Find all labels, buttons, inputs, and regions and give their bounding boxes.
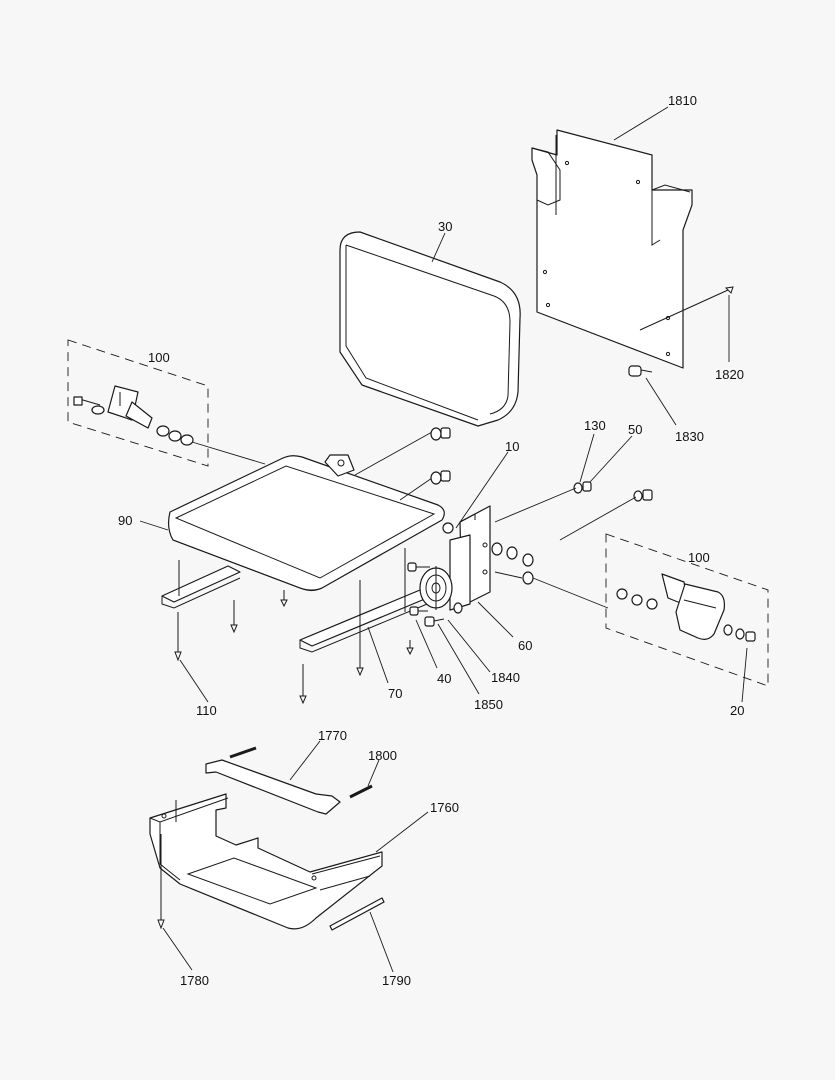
callout-1820: 1820 [715, 367, 744, 382]
callout-labels: 1810 30 1820 1830 100 10 130 50 90 100 6… [118, 93, 744, 988]
screw-1820 [639, 286, 734, 331]
callout-60: 60 [518, 638, 532, 653]
callout-1760: 1760 [430, 800, 459, 815]
callout-40: 40 [437, 671, 451, 686]
callout-70: 70 [388, 686, 402, 701]
tray-1760 [149, 793, 383, 930]
strap-1770 [205, 746, 341, 815]
callout-90: 90 [118, 513, 132, 528]
callout-1790: 1790 [382, 973, 411, 988]
washers-right [491, 542, 609, 609]
seat-belt-retractor-100-right [605, 533, 769, 687]
callout-1830: 1830 [675, 429, 704, 444]
screw-1780 [157, 834, 165, 930]
adjuster-knob [419, 566, 453, 610]
bolts-40-1850 [406, 562, 463, 656]
bolt-1830 [628, 365, 653, 377]
screws-110 [174, 580, 364, 705]
callout-1780: 1780 [180, 973, 209, 988]
callout-1850: 1850 [474, 697, 503, 712]
leader-lines [139, 106, 748, 973]
callout-1810: 1810 [668, 93, 697, 108]
seat-cushion-90 [167, 454, 445, 592]
pin-1800 [349, 784, 373, 799]
backrest-cushion-30 [339, 231, 521, 427]
callout-100-right: 100 [688, 550, 710, 565]
callout-30: 30 [438, 219, 452, 234]
strip-1790 [329, 897, 385, 931]
callout-110: 110 [196, 703, 217, 718]
callout-1800: 1800 [368, 748, 397, 763]
callout-20: 20 [730, 703, 744, 718]
callout-50: 50 [628, 422, 642, 437]
callout-1770: 1770 [318, 728, 347, 743]
callout-100-left: 100 [148, 350, 170, 365]
washers-nuts-upper [354, 427, 653, 541]
back-plate-1810 [531, 129, 693, 369]
seat-belt-buckle-100-left [67, 339, 266, 467]
callout-1840: 1840 [491, 670, 520, 685]
callout-130: 130 [584, 418, 606, 433]
bracket-60 [442, 505, 491, 611]
callout-10: 10 [505, 439, 519, 454]
